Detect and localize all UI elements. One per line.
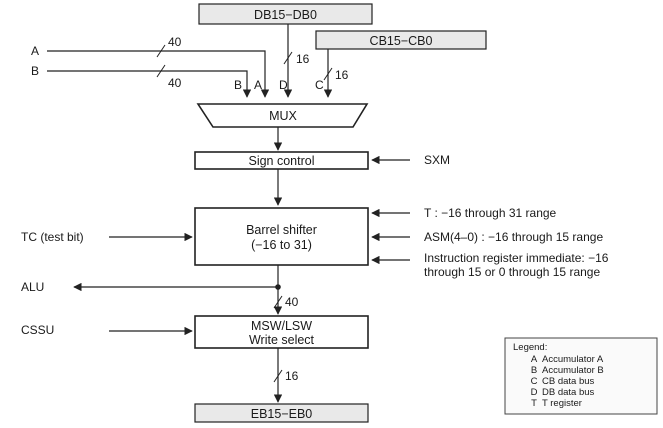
msw-lsw-block: MSW/LSW Write select xyxy=(194,315,369,349)
sign-control-block: Sign control xyxy=(194,151,369,170)
legend-key-c: C xyxy=(531,376,538,387)
input-a-label: A xyxy=(31,44,39,58)
legend-desc-d: DB data bus xyxy=(542,387,595,398)
ir-source-label-line1: Instruction register immediate: −16 xyxy=(424,251,609,265)
legend-desc-b: Accumulator B xyxy=(542,365,604,376)
input-b-width: 40 xyxy=(168,76,182,90)
db-bus-label: DB15−DB0 xyxy=(254,8,317,22)
alu-width-slash xyxy=(273,295,283,309)
eb-bus: EB15−EB0 xyxy=(194,403,369,423)
ir-source-label-line2: through 15 or 0 through 15 range xyxy=(424,265,600,279)
mux-input-b: B xyxy=(234,78,242,92)
asm-source-label: ASM(4–0) : −16 through 15 range xyxy=(424,230,603,244)
legend: Legend: A Accumulator A B Accumulator B … xyxy=(504,337,658,415)
tc-label: TC (test bit) xyxy=(21,230,84,244)
eb-bus-label: EB15−EB0 xyxy=(251,407,313,421)
db-bus: DB15−DB0 xyxy=(198,3,373,25)
barrel-shifter-label: Barrel shifter xyxy=(246,223,317,237)
input-b-label: B xyxy=(31,64,39,78)
write-select-label: Write select xyxy=(249,333,315,347)
barrel-shifter-range: (−16 to 31) xyxy=(251,238,312,252)
sxm-label: SXM xyxy=(424,153,450,167)
alu-width: 40 xyxy=(285,295,299,309)
input-b-wire xyxy=(47,70,252,98)
cb-width-slash xyxy=(323,67,333,81)
input-b-width-slash xyxy=(156,64,166,78)
db-width: 16 xyxy=(296,52,310,66)
cb-width: 16 xyxy=(335,68,349,82)
legend-key-d: D xyxy=(531,387,538,398)
input-a-width-slash xyxy=(156,44,166,58)
mux-input-d: D xyxy=(279,78,288,92)
mux-block: MUX xyxy=(196,103,369,128)
sign-control-label: Sign control xyxy=(248,154,314,168)
eb-width: 16 xyxy=(285,369,299,383)
cssu-label: CSSU xyxy=(21,323,54,337)
msw-lsw-label: MSW/LSW xyxy=(251,319,312,333)
legend-desc-t: T register xyxy=(542,398,582,409)
barrel-shifter-block: Barrel shifter (−16 to 31) xyxy=(194,207,369,266)
cb-bus: CB15−CB0 xyxy=(315,30,487,50)
input-a-wire xyxy=(47,50,270,98)
legend-title: Legend: xyxy=(513,342,547,353)
t-source-label: T : −16 through 31 range xyxy=(424,206,557,220)
mux-input-a: A xyxy=(254,78,262,92)
mux-label: MUX xyxy=(269,109,297,123)
cb-bus-label: CB15−CB0 xyxy=(370,34,433,48)
legend-desc-c: CB data bus xyxy=(542,376,595,387)
legend-key-b: B xyxy=(531,365,537,376)
db-width-slash xyxy=(283,51,293,65)
legend-key-a: A xyxy=(531,354,538,365)
legend-desc-a: Accumulator A xyxy=(542,354,604,365)
legend-key-t: T xyxy=(531,398,537,409)
input-a-width: 40 xyxy=(168,35,182,49)
alu-label: ALU xyxy=(21,280,44,294)
eb-width-slash xyxy=(273,369,283,383)
mux-input-c: C xyxy=(315,78,324,92)
